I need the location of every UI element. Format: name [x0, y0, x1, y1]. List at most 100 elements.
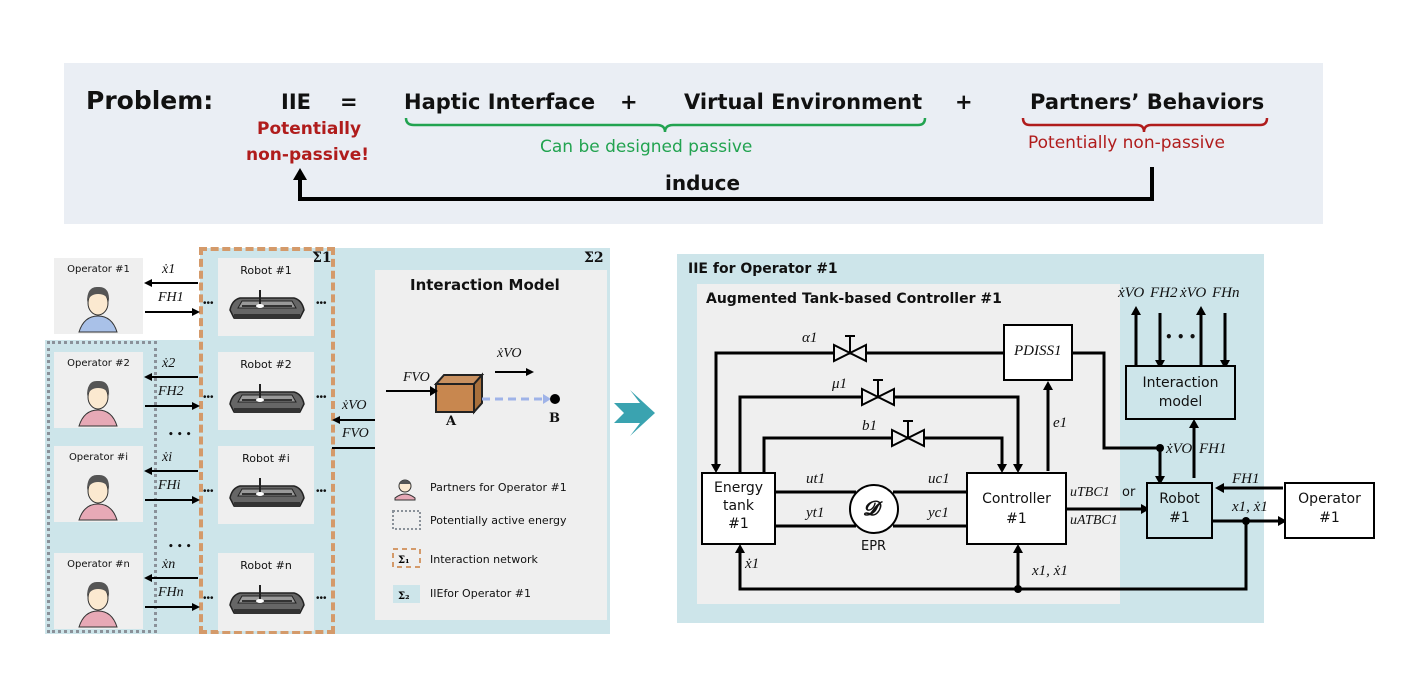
- robot-box-label: Robot#1: [1159, 491, 1200, 526]
- uatbc-label: uATBC1: [1070, 513, 1118, 528]
- operator-avatar-icon: [78, 581, 118, 628]
- partners-behaviors-term: Partners’ Behaviors: [1030, 90, 1265, 114]
- ellipsis-left: •••: [203, 486, 214, 497]
- operator-avatar-icon: [78, 474, 118, 521]
- operator-label: Operator #i: [68, 452, 129, 463]
- robot-label: Robot #i: [242, 452, 290, 465]
- operator-velocity-label: ẋ2: [162, 356, 176, 371]
- operator-card: Operator #i: [54, 446, 143, 522]
- interaction-model-card: [375, 270, 607, 620]
- haptic-device-icon: [229, 384, 305, 413]
- ellipsis-left: •••: [203, 298, 214, 309]
- operator-box-label: Operator#1: [1298, 491, 1361, 526]
- legend-label-active-energy: Potentially active energy: [430, 514, 567, 527]
- point-a-label: A: [446, 414, 457, 429]
- controller-region: [697, 284, 1120, 604]
- x1-pair-label: x1, ẋ1: [1032, 563, 1068, 579]
- vertical-ellipsis: • • •: [168, 542, 192, 552]
- robot-up-signal-2: FH1: [1199, 441, 1227, 457]
- top-dots: • • •: [1165, 330, 1197, 344]
- problem-title: Problem:: [86, 86, 214, 115]
- transition-arrow-icon: [614, 390, 655, 436]
- equals-sign: =: [340, 90, 358, 114]
- alpha-label: α1: [802, 330, 818, 346]
- partners-dotted-border: [47, 341, 157, 633]
- yt1-label: yt1: [806, 505, 825, 521]
- ellipsis-right: •••: [316, 486, 327, 497]
- lhs-note-line2: non-passive!: [246, 145, 370, 165]
- robot-up-signal-1: ẋVO: [1166, 441, 1193, 457]
- operator-velocity-label: ẋi: [162, 450, 173, 465]
- epr-symbol: 𝓓: [863, 496, 879, 520]
- haptic-device-icon: [229, 585, 305, 614]
- plus-sign-1: +: [620, 90, 638, 114]
- nonpassive-note: Potentially non-passive: [1028, 133, 1225, 153]
- ellipsis-right: •••: [316, 392, 327, 403]
- im-velocity-label: ẋVO: [497, 346, 522, 361]
- yc1-label: yc1: [928, 505, 949, 521]
- robot-card: Robot #2 ••• •••: [203, 352, 327, 430]
- robot-card: Robot #i ••• •••: [203, 446, 327, 524]
- operator-card: Operator #2: [54, 352, 143, 428]
- mu-label: μ1: [832, 376, 848, 392]
- ellipsis-right: •••: [316, 298, 327, 309]
- robot-label: Robot #1: [240, 264, 292, 277]
- iie-title: IIE for Operator #1: [688, 261, 838, 277]
- interaction-model-title: Interaction Model: [410, 276, 560, 294]
- p-diss-label: PDISS1: [1014, 343, 1062, 359]
- legend-label-iie: IIEfor Operator #1: [430, 587, 532, 600]
- top-signal-4: FHn: [1212, 285, 1240, 301]
- x1dot-label: ẋ1: [745, 556, 760, 572]
- virtual-environment-term: Virtual Environment: [684, 90, 923, 114]
- sigma1-dashed-border: [199, 247, 335, 634]
- e1-label: e1: [1053, 415, 1068, 431]
- im-force-label: FVO: [403, 370, 430, 385]
- epr-label: EPR: [861, 539, 887, 554]
- ut1-label: ut1: [806, 471, 826, 487]
- top-signal-1: ẋVO: [1118, 285, 1145, 301]
- operator-card: Operator #1: [54, 258, 143, 334]
- lhs-note-line1: Potentially: [257, 119, 362, 139]
- operator-card: Operator #n: [54, 553, 143, 629]
- controller-title: Augmented Tank-based Controller #1: [706, 291, 1002, 307]
- iie-label: IIE: [281, 90, 311, 114]
- robot-label: Robot #2: [240, 358, 292, 371]
- vertical-ellipsis: • • •: [168, 430, 192, 440]
- induce-label: induce: [665, 171, 741, 195]
- operator-force-label: FH1: [158, 290, 184, 305]
- operator-force-label: FHn: [158, 585, 184, 600]
- haptic-device-icon: [229, 478, 305, 507]
- operator-velocity-label: ẋ1: [162, 262, 176, 277]
- passive-note: Can be designed passive: [540, 137, 753, 157]
- top-signal-3: ẋVO: [1180, 285, 1207, 301]
- legend-label-partners: Partners for Operator #1: [430, 481, 567, 494]
- ellipsis-left: •••: [203, 593, 214, 604]
- fh1-label: FH1: [1232, 471, 1260, 487]
- uc1-label: uc1: [928, 471, 950, 487]
- haptic-interface-term: Haptic Interface: [404, 90, 596, 114]
- ellipsis-right: •••: [316, 593, 327, 604]
- link-velocity-label: ẋVO: [342, 398, 367, 413]
- robot-card: Robot #1 ••• •••: [203, 258, 327, 336]
- operator-force-label: FHi: [158, 478, 181, 493]
- controller-box-label: Controller#1: [982, 491, 1051, 527]
- link-force-label: FVO: [342, 426, 369, 441]
- operator-avatar-icon: [78, 286, 118, 333]
- point-b-label: B: [549, 411, 560, 426]
- ellipsis-left: •••: [203, 392, 214, 403]
- operator-avatar-icon: [78, 380, 118, 427]
- operator-label: Operator #2: [67, 358, 130, 369]
- sigma2-label: Σ2: [584, 250, 604, 266]
- robot-label: Robot #n: [240, 559, 292, 572]
- top-signal-2: FH2: [1150, 285, 1178, 301]
- robot-card: Robot #n ••• •••: [203, 553, 327, 631]
- or-label: or: [1122, 485, 1136, 500]
- sigma1-label: Σ1: [312, 250, 332, 266]
- haptic-device-icon: [229, 290, 305, 319]
- operator-velocity-label: ẋn: [162, 557, 176, 572]
- b-label: b1: [862, 418, 877, 434]
- utbc-label: uTBC1: [1070, 485, 1110, 500]
- plus-sign-2: +: [955, 90, 973, 114]
